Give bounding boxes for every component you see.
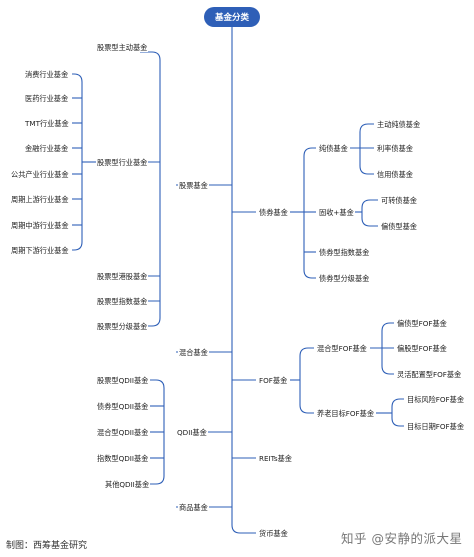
fof-flexible-node: 灵活配置型FOF基金 <box>396 370 463 379</box>
industry-tmt-node: TMT行业基金 <box>24 119 70 128</box>
equity-active-node: 股票型主动基金 <box>96 43 149 52</box>
bond-graded-node: 债券型分级基金 <box>318 274 371 283</box>
spine-qdii-top <box>150 379 165 432</box>
watermark: 知乎 @安静的派大星 <box>341 531 463 546</box>
pure-active-node: 主动纯债基金 <box>376 120 422 129</box>
stem-money <box>231 524 256 534</box>
bond-index-node: 债券型指数基金 <box>318 248 371 257</box>
spine-qdii-bottom <box>150 432 165 485</box>
root-node: 基金分类 <box>204 7 260 27</box>
industry-downstream-node: 周期下游行业基金 <box>10 246 70 255</box>
fof-equity-biased-node: 偏股型FOF基金 <box>396 344 448 353</box>
industry-midstream-node: 周期中游行业基金 <box>10 221 70 230</box>
reits-fund-node: REITs基金 <box>258 454 293 463</box>
fof-target-date-node: 目标日期FOF基金 <box>406 422 466 431</box>
qdii-bond-node: 债券型QDII基金 <box>96 402 150 411</box>
equity-fund-node: 股票基金 <box>178 181 209 190</box>
fixed-convertible-node: 可转债基金 <box>380 196 418 205</box>
qdii-index-node: 指数型QDII基金 <box>96 454 150 463</box>
equity-index-node: 股票型指数基金 <box>96 297 149 306</box>
spine-equity-bottom <box>140 185 161 327</box>
industry-public-node: 公共产业行业基金 <box>10 170 70 179</box>
equity-graded-node: 股票型分级基金 <box>96 322 149 331</box>
source-caption: 制图：西筹基金研究 <box>6 541 88 551</box>
commodity-fund-node: 商品基金 <box>178 503 209 512</box>
fof-target-risk-node: 目标风险FOF基金 <box>406 395 466 404</box>
spine-bond-top <box>303 147 316 212</box>
pure-credit-node: 信用债基金 <box>376 170 414 179</box>
qdii-other-node: 其他QDII基金 <box>104 480 151 489</box>
mixed-fund-node: 混合基金 <box>178 348 209 357</box>
industry-medical-node: 医药行业基金 <box>24 94 70 103</box>
qdii-mixed-node: 混合型QDII基金 <box>96 428 150 437</box>
fof-mixed-node: 混合型FOF基金 <box>316 344 368 353</box>
fixed-bond-biased-node: 偏债型基金 <box>380 222 418 231</box>
industry-upstream-node: 周期上游行业基金 <box>10 195 70 204</box>
bond-fixed-plus-node: 固收+基金 <box>318 208 355 217</box>
spine-industry-top <box>72 73 83 162</box>
fof-bond-biased-node: 偏债型FOF基金 <box>396 319 448 328</box>
qdii-fund-node: QDII基金 <box>176 428 208 437</box>
spine-bond-bottom <box>303 212 316 279</box>
fof-pension-node: 养老目标FOF基金 <box>316 409 376 418</box>
bond-fund-node: 债券基金 <box>258 208 289 217</box>
pure-rate-node: 利率债基金 <box>376 144 414 153</box>
industry-finance-node: 金融行业基金 <box>24 144 70 153</box>
equity-hk-node: 股票型港股基金 <box>96 272 149 281</box>
bond-pure-node: 纯债基金 <box>318 144 349 153</box>
equity-industry-node: 股票型行业基金 <box>96 158 149 167</box>
spine-industry-bottom <box>72 162 83 251</box>
qdii-equity-node: 股票型QDII基金 <box>96 376 150 385</box>
industry-consumer-node: 消费行业基金 <box>24 70 70 79</box>
money-fund-node: 货币基金 <box>258 529 289 538</box>
spine-equity-top <box>140 51 161 185</box>
fof-fund-node: FOF基金 <box>258 376 289 385</box>
